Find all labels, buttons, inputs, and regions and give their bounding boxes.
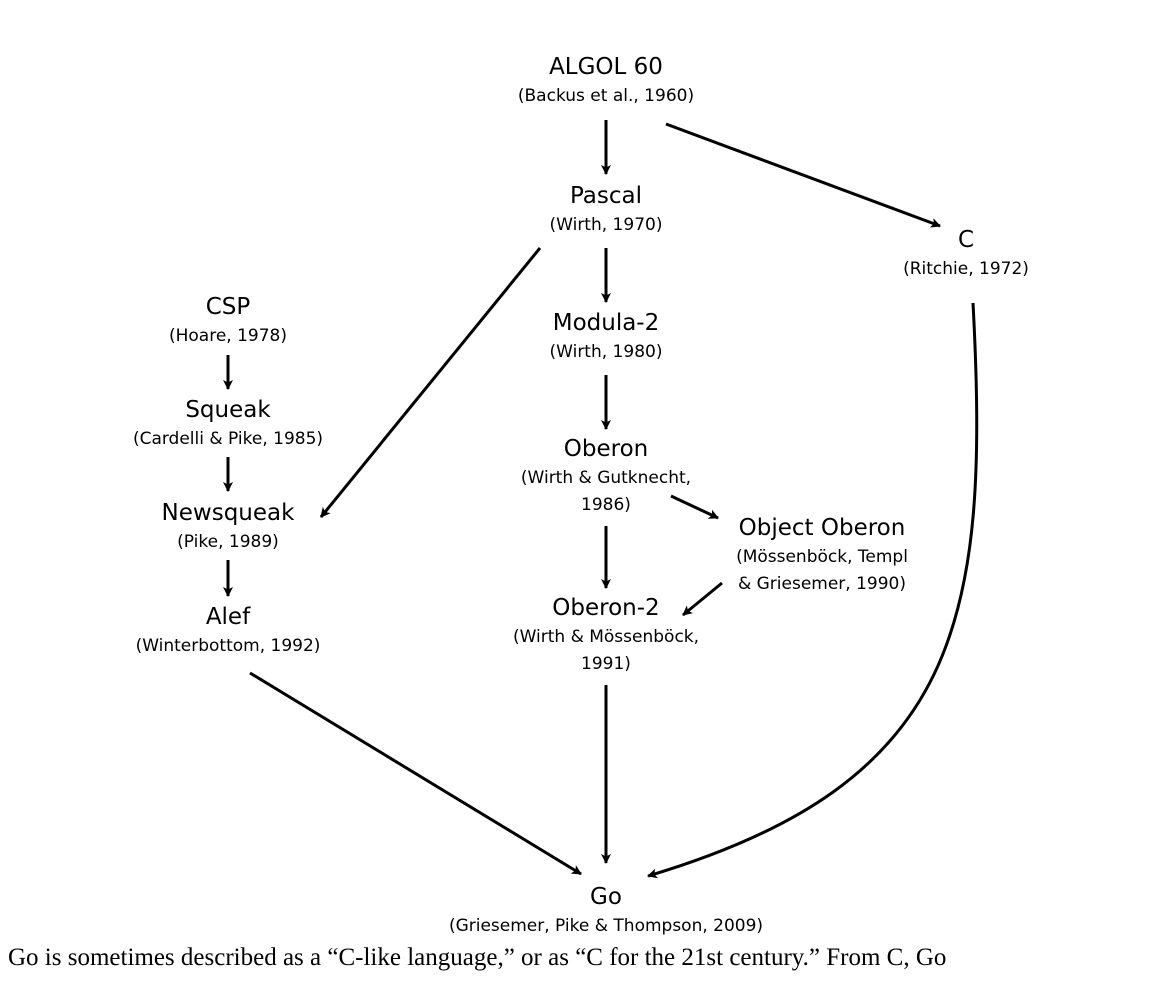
node-name: Go xyxy=(590,884,622,910)
node-citation: (Wirth, 1980) xyxy=(550,342,663,362)
node-objectoberon: Object Oberon (Mössenböck, Templ & Griesem… xyxy=(736,515,908,594)
node-citation: (Pike, 1989) xyxy=(177,532,279,552)
node-alef: Alef (Winterbottom, 1992) xyxy=(136,604,321,656)
node-citation: 1991) xyxy=(581,654,631,674)
node-citation: (Winterbottom, 1992) xyxy=(136,636,321,656)
node-name: Oberon-2 xyxy=(552,595,659,621)
node-name: Squeak xyxy=(185,397,271,423)
node-name: Alef xyxy=(206,604,251,630)
node-name: Object Oberon xyxy=(739,515,906,541)
node-oberon: Oberon (Wirth & Gutknecht, 1986) xyxy=(521,436,691,515)
node-name: C xyxy=(958,227,974,253)
edges-layer xyxy=(223,120,979,879)
node-name: Pascal xyxy=(570,183,642,209)
node-citation: (Wirth & Gutknecht, xyxy=(521,468,691,488)
node-csp: CSP (Hoare, 1978) xyxy=(169,294,287,346)
node-citation: (Wirth & Mössenböck, xyxy=(513,627,699,647)
node-newsqueak: Newsqueak (Pike, 1989) xyxy=(162,500,296,552)
edge-algol-to-c xyxy=(665,122,941,228)
node-name: Newsqueak xyxy=(162,500,296,526)
edge-alef-to-go xyxy=(249,671,582,876)
node-oberon2: Oberon-2 (Wirth & Mössenböck, 1991) xyxy=(513,595,699,674)
node-citation: (Cardelli & Pike, 1985) xyxy=(133,429,323,449)
node-squeak: Squeak (Cardelli & Pike, 1985) xyxy=(133,397,323,449)
node-name: Modula-2 xyxy=(553,310,660,336)
edge-objectoberon-to-oberon2 xyxy=(682,581,723,617)
node-citation: (Ritchie, 1972) xyxy=(903,259,1029,279)
node-citation: 1986) xyxy=(581,495,631,515)
nodes-layer: ALGOL 60 (Backus et al., 1960) Pascal (Wirt… xyxy=(133,54,1029,936)
node-citation: (Wirth, 1970) xyxy=(550,215,663,235)
node-citation: & Griesemer, 1990) xyxy=(738,574,906,594)
node-pascal: Pascal (Wirth, 1970) xyxy=(550,183,663,235)
node-citation: (Backus et al., 1960) xyxy=(518,86,694,106)
edge-c-to-go xyxy=(647,302,979,879)
edge-pascal-to-newsqueak xyxy=(319,247,542,518)
edge-oberon-to-objectoberon xyxy=(670,494,719,520)
node-go: Go (Griesemer, Pike & Thompson, 2009) xyxy=(449,884,763,936)
node-name: ALGOL 60 xyxy=(549,54,663,80)
node-modula2: Modula-2 (Wirth, 1980) xyxy=(550,310,663,362)
node-c: C (Ritchie, 1972) xyxy=(903,227,1029,279)
node-algol: ALGOL 60 (Backus et al., 1960) xyxy=(518,54,694,106)
node-name: CSP xyxy=(206,294,251,320)
body-text-caption: Go is sometimes described as a “C-like l… xyxy=(8,944,947,971)
node-name: Oberon xyxy=(564,436,648,462)
node-citation: (Mössenböck, Templ xyxy=(736,547,908,567)
node-citation: (Hoare, 1978) xyxy=(169,326,287,346)
node-citation: (Griesemer, Pike & Thompson, 2009) xyxy=(449,916,763,936)
